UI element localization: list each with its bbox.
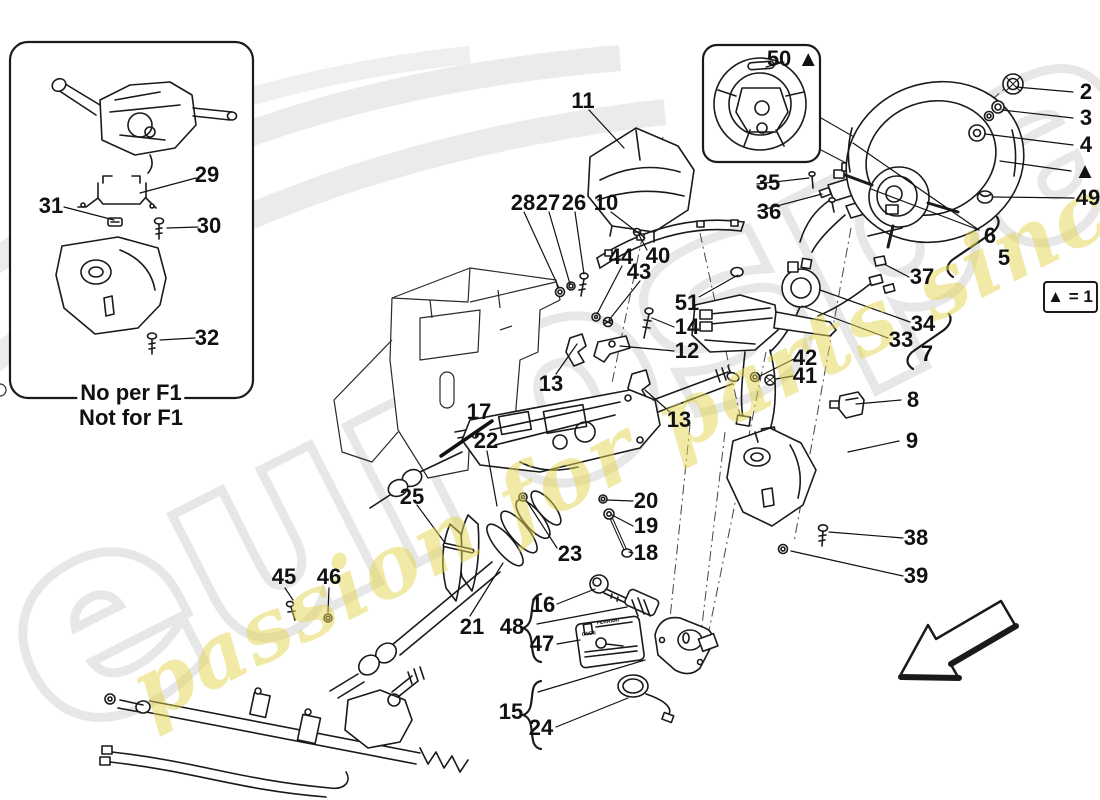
callout-43: 43: [626, 259, 652, 284]
callout-39: 39: [903, 563, 929, 588]
callout-13a: 13: [538, 371, 564, 396]
direction-arrow: [898, 599, 1019, 681]
column-assembly: [369, 365, 740, 509]
callout-10: 10: [593, 190, 619, 215]
no-f1-note-line2: Not for F1: [76, 405, 186, 431]
callout-47: 47: [529, 631, 555, 656]
callout-49: 49: [1075, 185, 1100, 210]
column-shroud-9: [726, 427, 829, 555]
no-f1-inset: [8, 40, 255, 400]
callout-32: 32: [194, 325, 220, 350]
callout-13b: 13: [666, 407, 692, 432]
callout-27: 27: [535, 190, 561, 215]
callout-29: 29: [194, 162, 220, 187]
braces: [521, 215, 1000, 751]
key-lock-set: [575, 574, 719, 724]
callout-41: 41: [792, 363, 818, 388]
no-f1-note-line1: No per F1: [77, 380, 185, 406]
callout-14: 14: [674, 314, 700, 339]
callout-20: 20: [633, 488, 659, 513]
switch-8: [829, 391, 865, 419]
leader-lines: [63, 86, 1075, 728]
callout-37: 37: [909, 264, 935, 289]
callout-38: 38: [903, 525, 929, 550]
callout-35: 35: [755, 170, 781, 195]
callout-2: 2: [1079, 79, 1093, 104]
callout-24: 24: [528, 715, 554, 740]
callout-4: 4: [1079, 132, 1093, 157]
callout-17: 17: [466, 399, 492, 424]
legend-text: ▲ = 1: [1047, 287, 1093, 306]
callout-33: 33: [888, 327, 914, 352]
callout-28: 28: [510, 190, 536, 215]
callout-7: 7: [920, 341, 934, 366]
callout-6: 6: [983, 223, 997, 248]
callout-15: 15: [498, 699, 524, 724]
callout-5: 5: [997, 245, 1011, 270]
callout-9: 9: [905, 428, 919, 453]
steering-rack: [99, 666, 469, 798]
screw-26-washers: [554, 272, 614, 328]
dashboard-frame: [0, 267, 561, 479]
callout-45: 45: [271, 564, 297, 589]
callout-40: 40: [645, 243, 671, 268]
callout-36: 36: [756, 199, 782, 224]
callout-42: 42: [792, 345, 818, 370]
callout-19: 19: [633, 513, 659, 538]
callout-50: 50 ▲: [766, 46, 820, 71]
callout-31: 31: [38, 193, 64, 218]
callout-16: 16: [530, 592, 556, 617]
callout-34: 34: [910, 311, 936, 336]
stalk-module: [565, 266, 837, 439]
upper-shroud: [587, 127, 695, 243]
callout-30: 30: [196, 213, 222, 238]
callout-26: 26: [561, 190, 587, 215]
callout-48: 48: [499, 614, 525, 639]
callout-51: 51: [674, 290, 700, 315]
callout-tri: ▲: [1074, 158, 1096, 183]
wheel-inset: [701, 43, 897, 190]
callout-23: 23: [557, 541, 583, 566]
callout-44: 44: [608, 244, 634, 269]
parts-artwork: [8, 40, 1098, 798]
callout-18: 18: [633, 540, 659, 565]
callout-21: 21: [459, 614, 485, 639]
wheel-hardware: [968, 73, 1024, 204]
callout-12: 12: [674, 338, 700, 363]
callout-8: 8: [906, 387, 920, 412]
steering-wheel: [799, 80, 1025, 253]
callout-25: 25: [399, 484, 425, 509]
clock-spring: [769, 171, 896, 353]
legend-box: [1043, 281, 1098, 313]
callout-22: 22: [473, 428, 499, 453]
callout-11: 11: [571, 88, 595, 113]
lower-shaft: [285, 490, 562, 699]
bolt-18-19-20: [598, 494, 633, 558]
callout-46: 46: [316, 564, 342, 589]
callout-3: 3: [1079, 105, 1093, 130]
